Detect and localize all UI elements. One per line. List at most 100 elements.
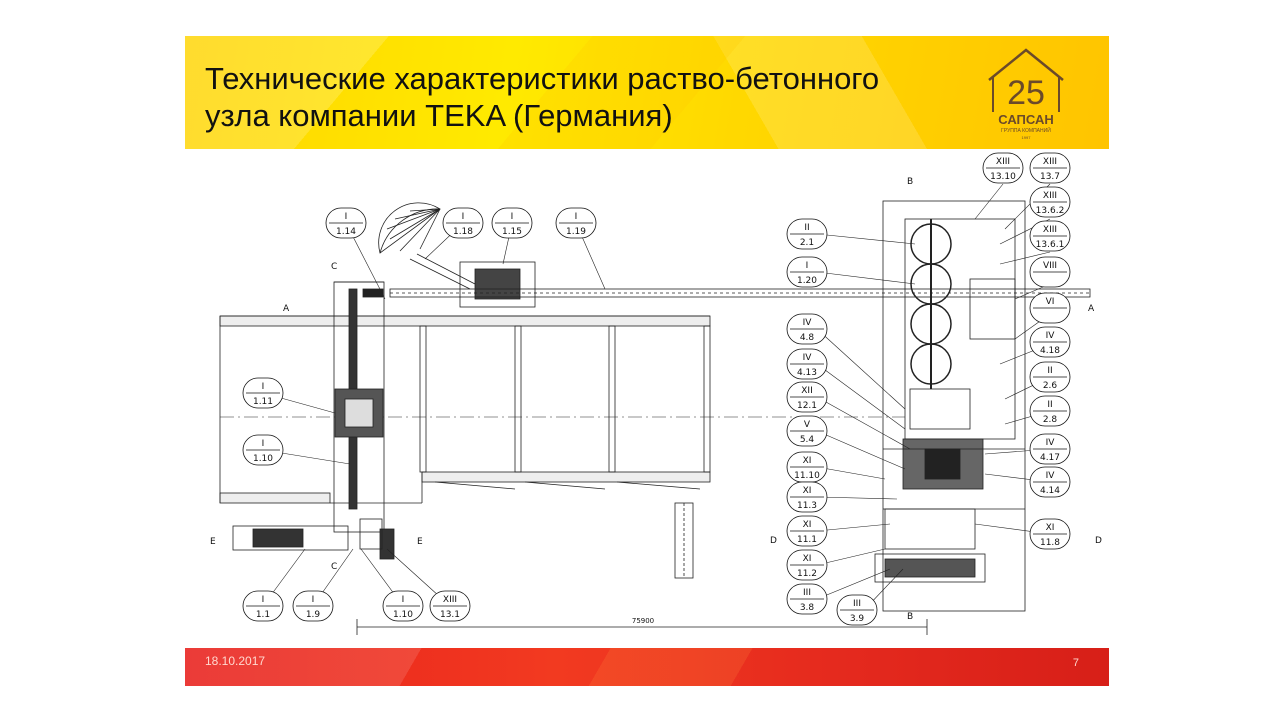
label-xiii-13-10: XIII 13.10	[982, 152, 1024, 184]
label-i-1-1: I 1.1	[242, 590, 284, 622]
label-xi-11-1: XI 11.1	[786, 515, 828, 547]
house-logo-icon: 25 САПСАН ГРУППА КОМПАНИЙ 1997	[988, 48, 1064, 140]
svg-text:XIII: XIII	[443, 595, 457, 605]
logo-number: 25	[1007, 74, 1045, 112]
inclined-conveyor	[409, 253, 536, 308]
svg-text:I: I	[262, 439, 265, 449]
label-vi: VI	[1029, 292, 1071, 324]
svg-text:13.6.1: 13.6.1	[1036, 240, 1065, 250]
svg-text:4.14: 4.14	[1040, 486, 1060, 496]
svg-text:13.7: 13.7	[1040, 172, 1060, 182]
svg-text:III: III	[853, 599, 861, 609]
title-line-1: Технические характеристики раство-бетонн…	[205, 61, 880, 96]
svg-text:2.1: 2.1	[800, 238, 814, 248]
svg-text:XIII: XIII	[996, 157, 1010, 167]
svg-text:1.15: 1.15	[502, 227, 522, 237]
logo-tagline: 1997	[1022, 135, 1032, 140]
label-iv-4-18: IV4.18	[1029, 326, 1071, 358]
svg-text:1.10: 1.10	[393, 610, 413, 620]
svg-text:II: II	[804, 223, 809, 233]
logo-name: САПСАН	[998, 112, 1053, 127]
slide: Технические характеристики раство-бетонн…	[185, 36, 1109, 686]
svg-text:XI: XI	[803, 486, 812, 496]
label-iv-4-17: IV 4.17	[1029, 433, 1071, 465]
svg-text:13.10: 13.10	[990, 172, 1016, 182]
label-iv-4-13: IV4.13	[786, 348, 828, 380]
svg-text:1.11: 1.11	[253, 397, 273, 407]
svg-text:1.1: 1.1	[256, 610, 270, 620]
section-mark-b-bottom: B	[907, 612, 913, 622]
svg-text:IV: IV	[803, 353, 813, 363]
svg-text:XIII: XIII	[1043, 157, 1057, 167]
labels-left: I 1.14 I 1.18 I 1.15 I1.19 I 1.11 I 1.10 I 1.1…	[242, 207, 597, 622]
label-ii-2-6: II2.6	[1029, 361, 1071, 393]
svg-text:11.2: 11.2	[797, 569, 817, 579]
dimension-text: 75900	[632, 617, 654, 625]
svg-text:XI: XI	[803, 520, 812, 530]
horizontal-conveyor	[389, 288, 1091, 298]
left-bottom-equipment	[232, 502, 694, 579]
svg-text:XII: XII	[801, 386, 812, 396]
label-iv-4-14: IV4.14	[1029, 466, 1071, 498]
svg-text:3.8: 3.8	[800, 603, 815, 613]
label-ii-2-8: II2.8	[1029, 395, 1071, 427]
svg-text:XI: XI	[1046, 523, 1055, 533]
label-v-5-4: V 5.4	[786, 415, 828, 447]
label-xi-11-8: XI 11.8	[1029, 518, 1071, 550]
label-i-1-10-mid: I 1.10	[242, 434, 284, 466]
svg-text:I: I	[402, 595, 405, 605]
svg-text:11.8: 11.8	[1040, 538, 1060, 548]
label-iv-4-8: IV 4.8	[786, 313, 828, 345]
svg-text:IV: IV	[803, 318, 813, 328]
label-i-1-19: I1.19	[555, 207, 597, 239]
svg-text:4.17: 4.17	[1040, 453, 1060, 463]
section-mark-c-top: C	[331, 262, 337, 272]
svg-text:4.8: 4.8	[800, 333, 815, 343]
section-mark-e-right: E	[417, 537, 423, 547]
radial-silo	[378, 202, 441, 254]
svg-text:I: I	[511, 212, 514, 222]
svg-text:1.14: 1.14	[336, 227, 356, 237]
section-mark-d-left: D	[770, 536, 777, 546]
svg-text:I: I	[262, 382, 265, 392]
section-mark-a-left: A	[283, 304, 290, 314]
svg-text:1.18: 1.18	[453, 227, 473, 237]
svg-text:1.9: 1.9	[306, 610, 321, 620]
svg-text:3.9: 3.9	[850, 614, 865, 624]
label-i-1-9: I1.9	[292, 590, 334, 622]
svg-text:1.10: 1.10	[253, 454, 273, 464]
svg-text:2.6: 2.6	[1043, 381, 1058, 391]
svg-text:V: V	[804, 420, 811, 430]
svg-text:5.4: 5.4	[800, 435, 815, 445]
svg-text:11.1: 11.1	[797, 535, 817, 545]
svg-text:I: I	[462, 212, 465, 222]
svg-text:11.10: 11.10	[794, 471, 820, 481]
svg-text:IV: IV	[1046, 438, 1056, 448]
section-mark-a-right: A	[1088, 304, 1095, 314]
label-viii: VIII	[1029, 256, 1071, 288]
label-i-1-11: I 1.11	[242, 377, 284, 409]
svg-text:1.20: 1.20	[797, 276, 817, 286]
label-i-1-18: I 1.18	[442, 207, 484, 239]
page-number: 7	[1072, 657, 1079, 669]
label-iii-3-9: III 3.9	[836, 594, 878, 626]
svg-text:III: III	[803, 588, 811, 598]
label-ii-2-1: II 2.1	[786, 218, 828, 250]
svg-text:13.1: 13.1	[440, 610, 460, 620]
footer-banner: 18.10.2017 7	[185, 648, 1109, 686]
title-line-2: узла компании TEKA (Германия)	[205, 98, 673, 133]
right-plant	[874, 200, 1026, 612]
footer-date: 18.10.2017	[205, 654, 266, 668]
dimension-line: 75900	[356, 617, 928, 635]
svg-text:XI: XI	[803, 456, 812, 466]
svg-text:I: I	[262, 595, 265, 605]
label-iii-3-8: III 3.8	[786, 583, 828, 615]
svg-text:VI: VI	[1046, 297, 1055, 307]
svg-text:4.18: 4.18	[1040, 346, 1060, 356]
